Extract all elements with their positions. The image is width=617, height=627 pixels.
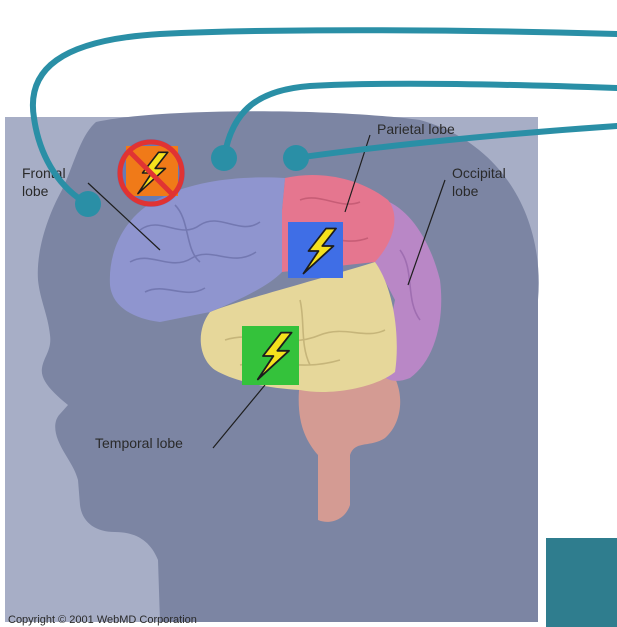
connector-dot-parietal — [283, 145, 309, 171]
temporal-stimulation-marker — [242, 326, 299, 385]
copyright-notice: Copyright © 2001 WebMD Corporation — [8, 614, 197, 626]
occipital-lobe-label-line1: Occipital — [452, 165, 506, 181]
parietal-stimulation-marker — [288, 222, 343, 278]
blocked-stimulation-marker — [117, 139, 185, 207]
occipital-lobe-label-line2: lobe — [452, 183, 479, 199]
temporal-lobe-label: Temporal lobe — [95, 435, 183, 451]
connector-dot-mid — [211, 145, 237, 171]
corner-teal-square — [546, 538, 617, 627]
parietal-lobe-label: Parietal lobe — [377, 121, 455, 137]
connector-dot-frontal — [75, 191, 101, 217]
frontal-lobe-label-line2: lobe — [22, 183, 49, 199]
